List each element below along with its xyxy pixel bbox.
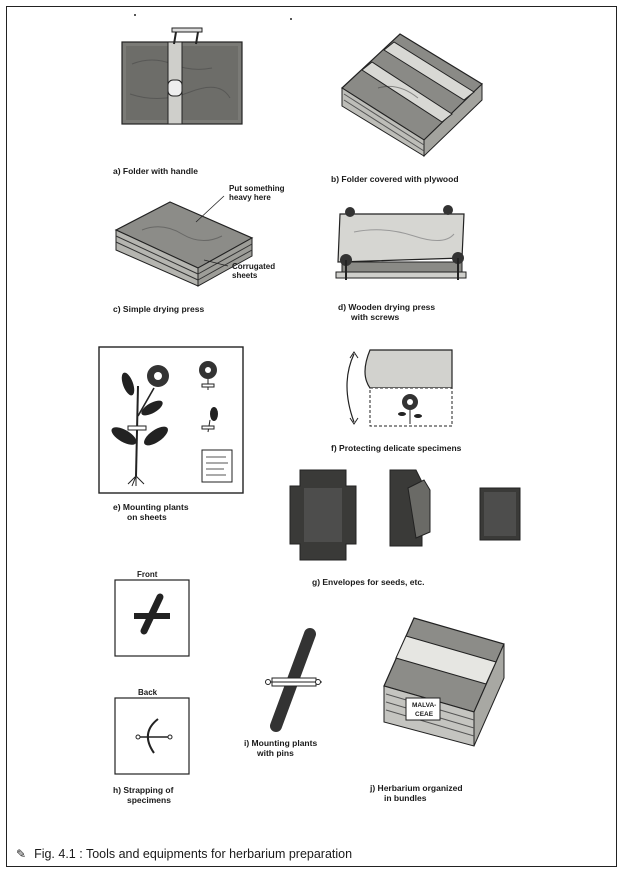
herbarium-bundle-illustration <box>380 614 510 750</box>
label-c: c) Simple drying press <box>113 304 204 314</box>
label-j-1: j) Herbarium organized <box>370 783 463 793</box>
mounted-plant-sheet-illustration <box>98 346 244 494</box>
plywood-folder-illustration <box>338 28 488 158</box>
strapping-front-illustration <box>114 579 190 657</box>
label-e-2: on sheets <box>127 512 167 522</box>
label-h-1: h) Strapping of <box>113 785 173 795</box>
back-label: Back <box>138 688 157 697</box>
bundle-tag-2: CEAE <box>415 710 433 719</box>
label-d-2: with screws <box>351 312 399 322</box>
seed-envelopes-illustration <box>290 462 530 572</box>
folded-sheet-illustration <box>340 344 460 436</box>
label-i-1: i) Mounting plants <box>244 738 317 748</box>
label-h-2: specimens <box>127 795 171 805</box>
caption-text: Fig. 4.1 : Tools and equipments for herb… <box>34 847 352 861</box>
label-j-2: in bundles <box>384 793 427 803</box>
note-heavy-2: heavy here <box>229 193 271 202</box>
folder-with-handle-illustration <box>112 24 252 134</box>
figure-caption: ✎ Fig. 4.1 : Tools and equipments for her… <box>16 847 352 861</box>
label-a: a) Folder with handle <box>113 166 198 176</box>
caption-pencil-icon: ✎ <box>16 847 26 861</box>
note-corrugated-2: sheets <box>232 271 257 280</box>
note-corrugated-1: Corrugated <box>232 262 275 271</box>
bundle-tag-1: MALVA- <box>412 701 436 710</box>
front-label: Front <box>137 570 157 579</box>
note-heavy-1: Put something <box>229 184 285 193</box>
speck <box>134 14 136 16</box>
label-e-1: e) Mounting plants <box>113 502 189 512</box>
speck <box>290 18 292 20</box>
label-b: b) Folder covered with plywood <box>331 174 459 184</box>
wooden-press-illustration <box>334 202 474 292</box>
label-g: g) Envelopes for seeds, etc. <box>312 577 424 587</box>
label-d-1: d) Wooden drying press <box>338 302 435 312</box>
label-i-2: with pins <box>257 748 294 758</box>
label-f: f) Protecting delicate specimens <box>331 443 461 453</box>
strapping-back-illustration <box>114 697 190 775</box>
pinned-plant-illustration <box>262 630 324 730</box>
